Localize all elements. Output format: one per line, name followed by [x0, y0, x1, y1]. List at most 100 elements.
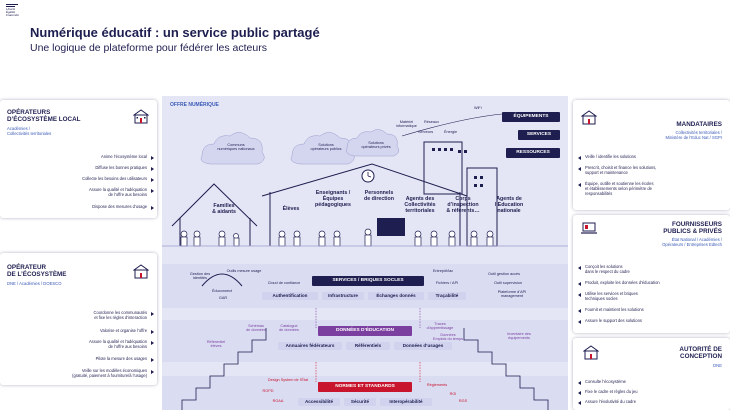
card-org: DNE / Académies / DOESCO: [7, 281, 62, 286]
arrow-right-icon: [151, 311, 154, 316]
list-item: Dispose des mesures d’usage: [92, 204, 147, 209]
chip-interoperabilite: Interopérabilité: [380, 398, 432, 406]
card-mandataires: MANDATAIRES Collectivités territoriales …: [573, 100, 730, 210]
norms-layer-title: NORMES ET STANDARDS: [318, 382, 412, 392]
services-button: SERVICES: [518, 130, 560, 140]
arrow-left-icon: [578, 380, 581, 385]
chip-accessibilite: Accessibilité: [298, 398, 340, 406]
list-item: Collecte les besoins des utilisateurs: [82, 176, 147, 181]
arrow-right-icon: [151, 166, 154, 171]
list-item: Assure le support des solutions: [585, 318, 642, 323]
services-layer-title: SERVICES / BRIQUES SOCLES: [312, 276, 424, 286]
list-item: Pilote la mesure des usages: [95, 356, 147, 361]
arrow-right-icon: [151, 155, 154, 160]
list-item: Assure l’évolutivité du cadre: [585, 399, 636, 404]
arrow-left-icon: [578, 292, 581, 297]
list-item: Anime l’écosystème local: [101, 154, 147, 159]
list-item: Consulte l’écosystème: [585, 379, 626, 384]
chip-tracabilite: Traçabilité: [428, 292, 466, 300]
service-label: Fichiers / API: [435, 281, 459, 285]
list-item: Veille sur les modèles économiques(gratu…: [72, 368, 147, 378]
logo-motto-1: Liberté: [6, 7, 16, 11]
norm-label: Règlements: [426, 383, 448, 387]
arrow-left-icon: [578, 400, 581, 405]
chip-referentiels: Référentiels: [346, 342, 390, 350]
page-subtitle: Une logique de plateforme pour fédérer l…: [30, 42, 267, 54]
service-label: Entrepôt/lac: [432, 269, 454, 273]
equipment-label: Énergie: [444, 130, 458, 134]
arrow-right-icon: [151, 340, 154, 345]
norm-label: RGAA: [272, 399, 284, 403]
list-item: Produit, exploite les données d’éducatio…: [585, 280, 660, 285]
arrow-left-icon: [578, 281, 581, 286]
card-org: DNE: [713, 363, 722, 368]
diagram-illustration: [162, 113, 568, 410]
arrow-right-icon: [151, 369, 154, 374]
arrow-left-icon: [578, 308, 581, 313]
list-item: Veille / identifie les solutions: [585, 154, 636, 159]
arrow-right-icon: [151, 357, 154, 362]
norm-label: RGS: [458, 399, 468, 403]
logo-motto-2: Égalité: [6, 10, 16, 14]
arrow-right-icon: [151, 177, 154, 182]
school-building-icon: [133, 264, 149, 279]
card-title: MANDATAIRES: [676, 121, 722, 128]
arrow-right-icon: [151, 205, 154, 210]
equipment-label: Serveurs: [418, 130, 434, 134]
card-org: Collectivités territoriales /Ministère d…: [665, 130, 722, 140]
arrow-left-icon: [578, 319, 581, 324]
arrow-left-icon: [578, 166, 581, 171]
actor-eleves: Élèves: [282, 206, 300, 212]
norm-label: RGI: [449, 392, 457, 396]
arrow-left-icon: [578, 390, 581, 395]
logo-motto-3: Fraternité: [6, 13, 19, 17]
offer-label: OFFRE NUMÉRIQUE: [170, 102, 219, 108]
list-item: Prescrit, choisit et finance les solutio…: [585, 165, 657, 175]
wifi-label: WiFi: [474, 106, 482, 110]
school-building-icon: [133, 109, 149, 124]
card-org: Académies /Collectivités territoriales: [7, 126, 52, 136]
people-icon: [180, 228, 494, 247]
arrow-left-icon: [578, 265, 581, 270]
arrow-left-icon: [578, 182, 581, 187]
cloud-icon: [200, 129, 400, 165]
chip-securite: Sécurité: [344, 398, 376, 406]
chip-annuaires: Annuaires fédérateurs: [278, 342, 342, 350]
list-item: Fournit et maintient les solutions: [585, 307, 644, 312]
arrow-right-icon: [151, 188, 154, 193]
service-label: Outils mesure usage: [226, 269, 262, 273]
chip-echanges-donnes: Échanges donnés: [368, 292, 424, 300]
laptop-provider-icon: [581, 222, 597, 234]
norm-label: RGPD: [262, 389, 274, 393]
card-org: État National / Académies /Opérateurs / …: [662, 237, 722, 247]
service-label: Outil supervision: [493, 281, 523, 285]
list-item: Valorise et organise l’offre: [100, 328, 147, 333]
ressources-button: RESSOURCES: [506, 148, 560, 158]
actor-familles: Familles& aidants: [212, 203, 236, 215]
norm-label: Design System de l’État: [267, 378, 309, 382]
